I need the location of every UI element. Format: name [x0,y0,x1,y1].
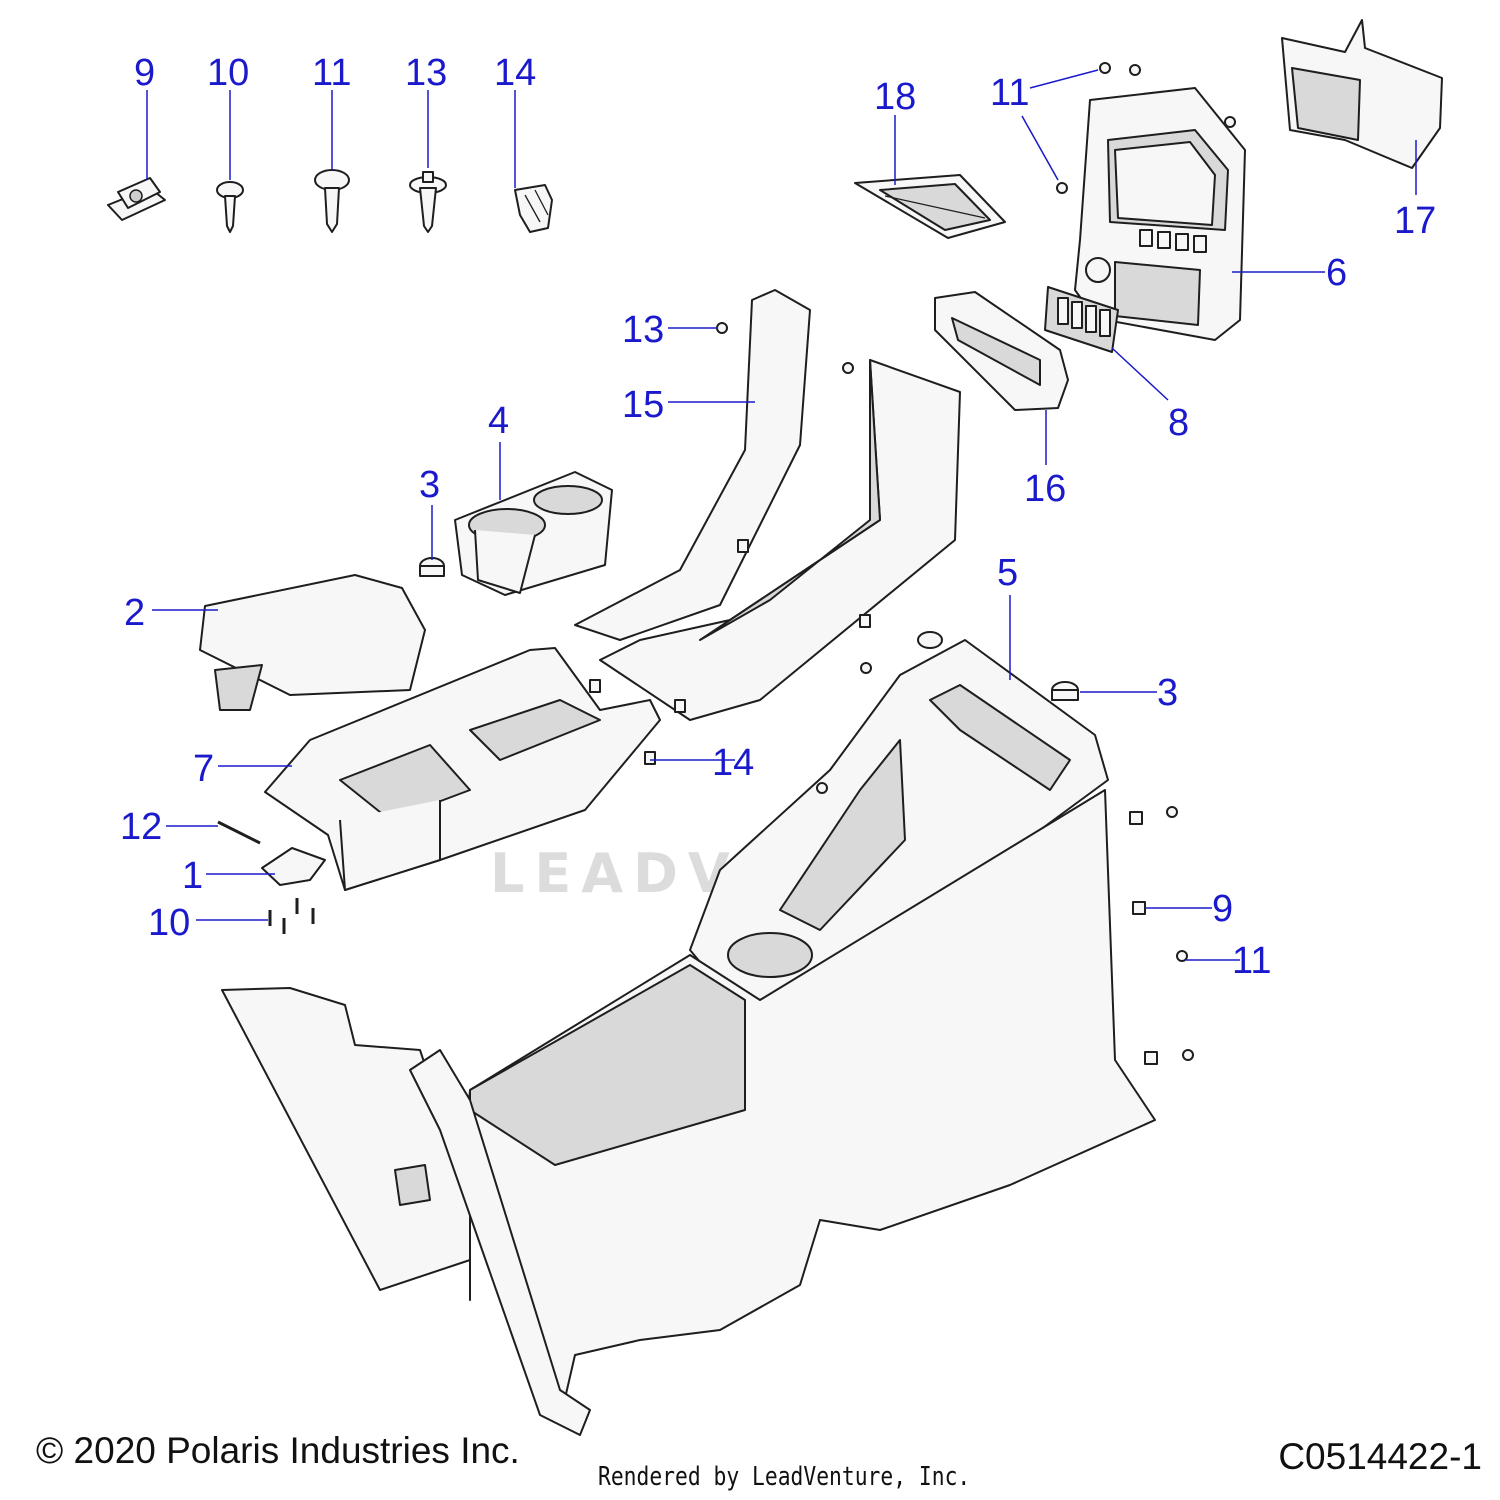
part-11-screw [314,169,350,233]
callout-11-right: 11 [1232,940,1272,982]
callout-12: 12 [120,806,163,848]
part-5-console-frame [689,639,1109,1011]
callout-4: 4 [488,400,510,442]
part-10-screw [216,181,244,233]
callout-7: 7 [193,748,215,790]
part-18-tray [854,174,1006,239]
upper-tunnel-panel [599,359,961,721]
callout-5: 5 [997,552,1019,594]
callout-2: 2 [124,592,146,634]
rendered-by-text: Rendered by LeadVenture, Inc. [598,1462,971,1492]
callout-13: 13 [405,52,448,94]
part-9-clip-nut [107,177,166,221]
part-15-side-trim [574,289,811,641]
part-13-push-rivet [409,171,447,233]
callout-8: 8 [1168,402,1190,444]
callout-18: 18 [874,76,917,118]
leader-lines [146,69,1417,961]
copyright-text: © 2020 Polaris Industries Inc. [36,1430,520,1471]
part-8-switch-bezel [1044,286,1119,353]
callout-6: 6 [1326,252,1348,294]
part-3-grommet-b [1051,681,1079,701]
callout-11: 11 [312,52,352,94]
part-10-screws [268,898,315,934]
part-16-trim [934,291,1069,411]
part-7-console-tray [264,647,661,891]
part-4-cup-holder [454,471,613,596]
part-17-bracket [1281,19,1443,169]
fasteners [589,62,1236,1065]
grommet-extra [917,631,943,649]
callout-16: 16 [1024,468,1067,510]
diagram-code: C0514422-1 [1278,1436,1482,1477]
callout-11-upper: 11 [990,72,1030,114]
callout-1: 1 [182,855,204,897]
left-side-panel [221,987,591,1436]
callout-13-mid: 13 [622,309,665,351]
callout-3-right: 3 [1157,672,1179,714]
part-6-dash-panel [1074,87,1246,341]
callout-9: 9 [134,52,156,94]
part-3-grommet [419,557,445,577]
callout-10-lower: 10 [148,902,191,944]
callout-10: 10 [207,52,250,94]
part-12-pin [217,820,261,845]
part-2-armrest-lid [199,574,426,711]
callout-14-mid: 14 [712,742,755,784]
callout-14: 14 [494,52,537,94]
callout-3: 3 [419,464,441,506]
callout-15: 15 [622,384,665,426]
part-14-clip [514,184,553,233]
callout-17: 17 [1394,200,1437,242]
part-1-latch [261,847,326,886]
callout-9-right: 9 [1212,888,1234,930]
